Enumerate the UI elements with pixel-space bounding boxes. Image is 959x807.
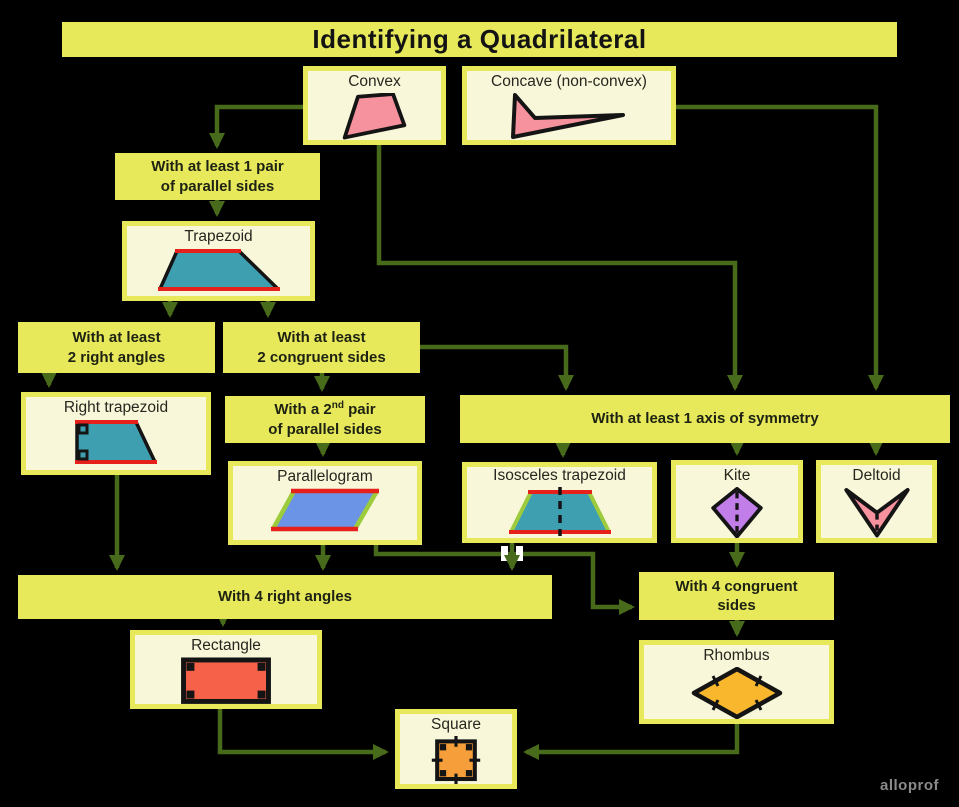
node-parallelogram: Parallelogram: [228, 461, 422, 545]
node-rhombus: Rhombus: [639, 640, 834, 724]
node-concave: Concave (non-convex): [462, 66, 676, 145]
node-isosceles-trapezoid-label: Isosceles trapezoid: [493, 467, 626, 484]
line-bridge-mark-right: [516, 546, 523, 561]
convex-shape-icon: [342, 92, 406, 140]
kite-shape-icon: [711, 486, 763, 538]
arrow-rhombus-to-square: [523, 724, 740, 760]
condition-2-right-angles: With at least 2 right angles: [18, 322, 215, 373]
arrow-convex-to-symmetry: [376, 145, 743, 391]
node-deltoid-label: Deltoid: [852, 467, 901, 484]
condition-4-right-angles: With 4 right angles: [18, 575, 552, 619]
node-convex: Convex: [303, 66, 446, 145]
right-trapezoid-shape-icon: [75, 419, 157, 464]
condition-1-axis-of-symmetry: With at least 1 axis of symmetry: [460, 395, 950, 443]
parallelogram-shape-icon: [271, 488, 379, 531]
line-bridge-mark-left: [501, 546, 508, 561]
node-isosceles-trapezoid: Isosceles trapezoid: [462, 462, 657, 543]
node-concave-label: Concave (non-convex): [491, 73, 647, 90]
node-right-trapezoid: Right trapezoid: [21, 392, 211, 475]
isosceles-trapezoid-shape-icon: [508, 486, 611, 536]
node-parallelogram-label: Parallelogram: [277, 468, 373, 485]
arrow-rectangle-to-square: [217, 709, 389, 760]
node-trapezoid: Trapezoid: [122, 221, 315, 301]
square-shape-icon: [431, 735, 481, 784]
node-rectangle-label: Rectangle: [191, 637, 261, 654]
node-rhombus-label: Rhombus: [703, 647, 770, 664]
node-square-label: Square: [431, 716, 481, 733]
node-convex-label: Convex: [348, 73, 401, 90]
trapezoid-shape-icon: [157, 248, 280, 291]
node-deltoid: Deltoid: [816, 460, 937, 543]
node-square: Square: [395, 709, 517, 789]
arrow-2-congruent-to-symmetry: [420, 344, 574, 391]
title-bar: Identifying a Quadrilateral: [62, 22, 897, 57]
node-kite-label: Kite: [723, 467, 751, 484]
condition-1-pair-parallel-sides: With at least 1 pair of parallel sides: [115, 153, 320, 200]
arrow-convex-to-parallel-pair: [209, 104, 303, 149]
node-kite: Kite: [671, 460, 803, 543]
condition-4-congruent-sides: With 4 congruent sides: [639, 572, 834, 620]
rhombus-shape-icon: [691, 666, 782, 719]
alloprof-logo: alloprof: [880, 777, 939, 794]
rectangle-shape-icon: [181, 657, 271, 704]
node-trapezoid-label: Trapezoid: [184, 228, 253, 245]
arrow-concave-to-symmetry: [676, 104, 884, 391]
page-title: Identifying a Quadrilateral: [312, 24, 647, 54]
concave-shape-icon: [511, 92, 625, 139]
condition-2-congruent-sides: With at least 2 congruent sides: [223, 322, 420, 373]
node-right-trapezoid-label: Right trapezoid: [63, 399, 169, 416]
condition-2nd-pair-parallel-sides: With a 2nd pair of parallel sides: [225, 396, 425, 443]
deltoid-shape-icon: [843, 487, 910, 538]
node-rectangle: Rectangle: [130, 630, 322, 709]
